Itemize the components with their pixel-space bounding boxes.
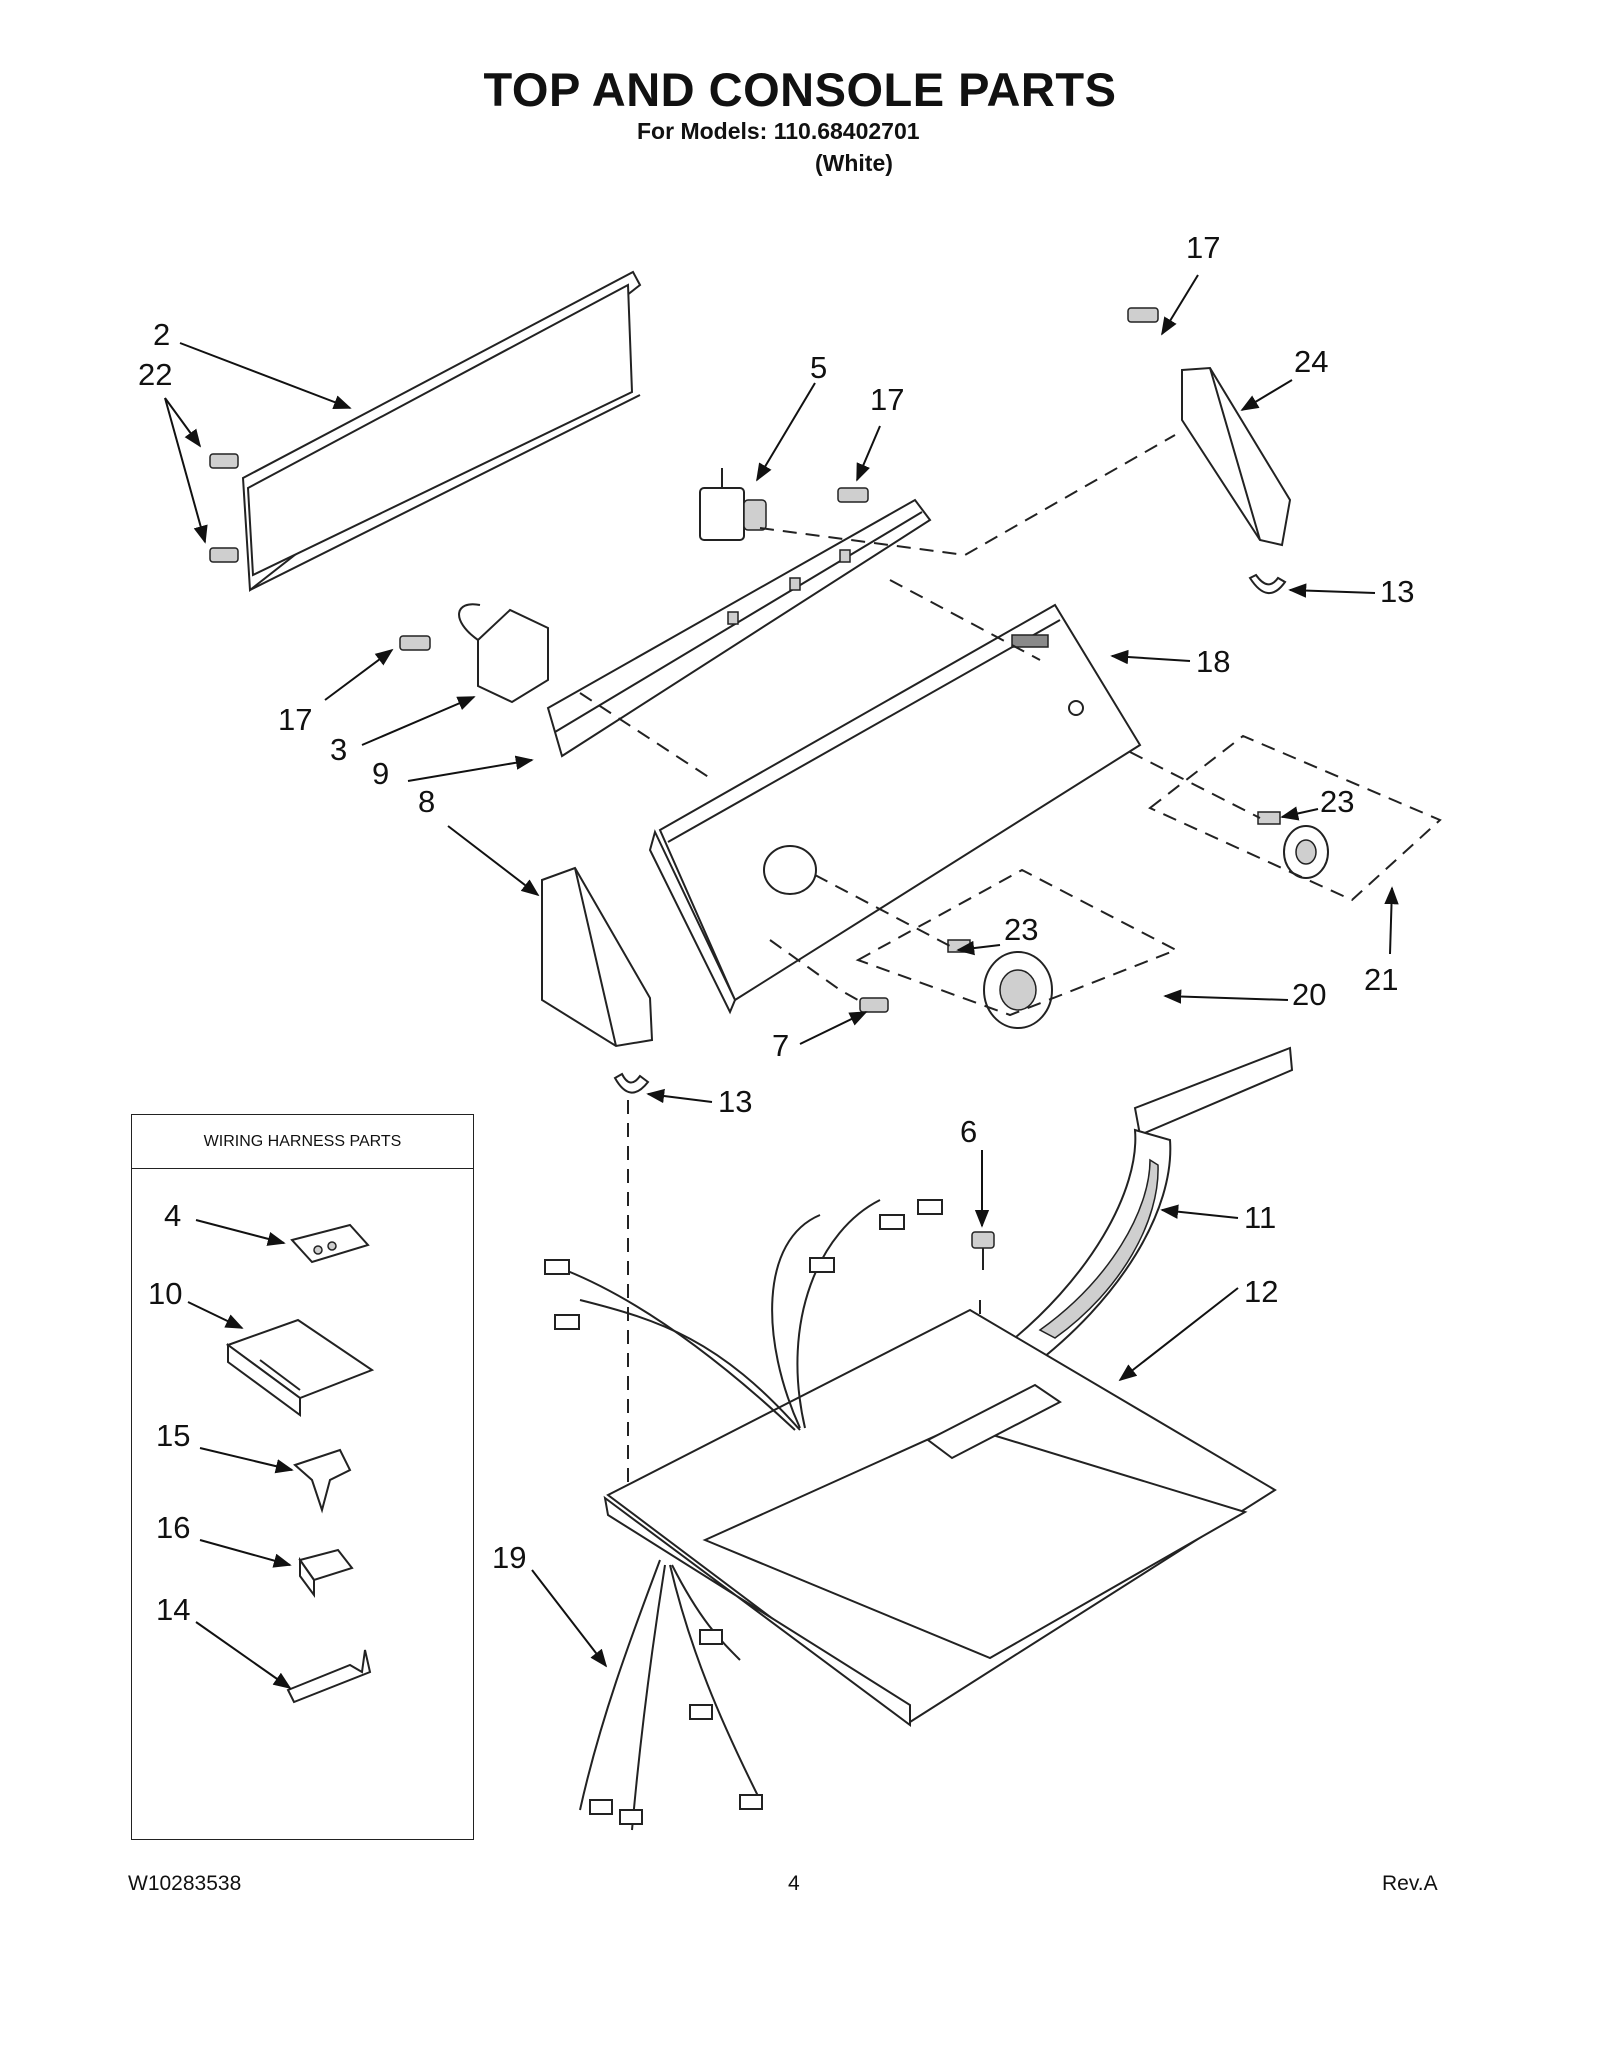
doc-number: W10283538	[128, 1872, 242, 1895]
console-panel-part	[648, 603, 1142, 1015]
callout-15: 15	[156, 1418, 190, 1453]
dryer-top-part	[603, 1308, 1277, 1727]
back-panel-part	[241, 270, 642, 592]
callout-24: 24	[1294, 344, 1328, 379]
terminal-block-part-10	[225, 1318, 375, 1417]
page-number: 4	[788, 1872, 800, 1895]
terminal-part-14	[286, 1649, 372, 1704]
callout-18: 18	[1196, 644, 1230, 679]
callout-21: 21	[1364, 962, 1398, 997]
switch-part-5	[699, 468, 767, 541]
wiring-harness-box: WIRING HARNESS PARTS	[131, 1114, 474, 1840]
screw-part-22	[209, 453, 239, 563]
revision-label: Rev.A	[1382, 1872, 1438, 1895]
lint-duct-part	[998, 1046, 1294, 1370]
end-cap-right-part	[1181, 366, 1292, 547]
callout-7: 7	[772, 1028, 789, 1063]
callout-19: 19	[492, 1540, 526, 1575]
callout-8: 8	[418, 784, 435, 819]
callout-17-middle: 17	[870, 382, 904, 417]
connector-part-16	[298, 1548, 354, 1599]
callout-23-right: 23	[1320, 784, 1354, 819]
main-harness-part	[579, 1559, 763, 1831]
screw-part-17	[399, 307, 1159, 651]
callout-10: 10	[148, 1276, 182, 1311]
callout-6: 6	[960, 1114, 977, 1149]
callout-22: 22	[138, 357, 172, 392]
callout-13-top: 13	[1380, 574, 1414, 609]
clip-part-13	[613, 573, 1287, 1094]
model-line: For Models: 110.68402701	[637, 118, 920, 144]
callout-2: 2	[153, 317, 170, 352]
callout-16: 16	[156, 1510, 190, 1545]
callout-5: 5	[810, 350, 827, 385]
screw-part-7	[859, 997, 889, 1013]
callout-9: 9	[372, 756, 389, 791]
callout-20: 20	[1292, 977, 1326, 1012]
callout-3: 3	[330, 732, 347, 767]
callout-12: 12	[1244, 1274, 1278, 1309]
connector-part-4	[290, 1223, 370, 1264]
console-bracket-part	[546, 498, 932, 758]
callout-23-left: 23	[1004, 912, 1038, 947]
page-title: TOP AND CONSOLE PARTS	[483, 63, 1117, 116]
clip-part-15	[293, 1448, 352, 1514]
callout-14: 14	[156, 1592, 190, 1627]
callout-17-top: 17	[1186, 230, 1220, 265]
wiring-harness-title: WIRING HARNESS PARTS	[132, 1115, 473, 1169]
callout-labels: 2 22 5 17 17 24 13 18 17 3 9 8 23 21 20 …	[138, 230, 1414, 1627]
knob-part-20	[983, 951, 1053, 1029]
knob-part-21	[1283, 825, 1329, 879]
end-cap-left-part	[541, 866, 654, 1048]
timer-part-3	[458, 603, 549, 704]
callout-11: 11	[1244, 1200, 1276, 1235]
screw-part-6	[971, 1231, 995, 1270]
callout-arrows	[164, 274, 1399, 1690]
model-variant: (White)	[815, 150, 893, 176]
upper-harness-part	[544, 1199, 943, 1431]
callout-4: 4	[164, 1198, 181, 1233]
callout-13-bottom: 13	[718, 1084, 752, 1119]
callout-17-left: 17	[278, 702, 312, 737]
